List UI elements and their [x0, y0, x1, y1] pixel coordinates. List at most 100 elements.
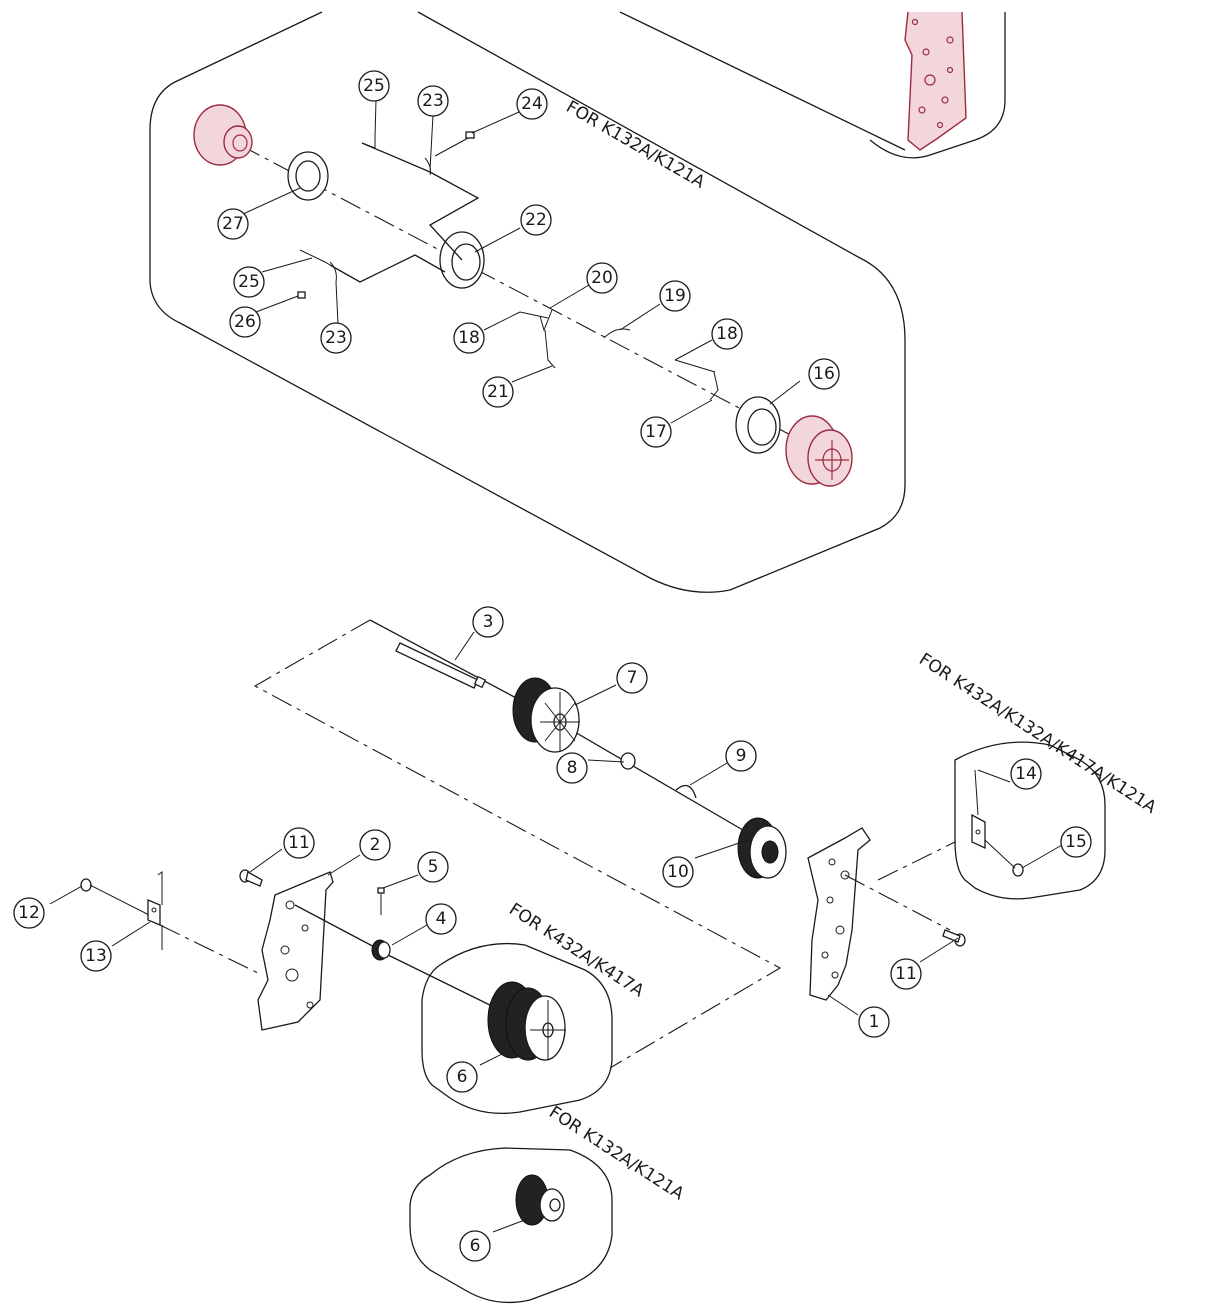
callout-18-left: 18: [453, 322, 485, 354]
part-25-spring-bottom: [299, 249, 331, 266]
axis-plate-1: [844, 874, 951, 931]
svg-text:20: 20: [591, 268, 613, 288]
part-20-clip: [539, 309, 553, 332]
callout-3: 3: [472, 606, 504, 638]
svg-text:23: 23: [325, 328, 347, 348]
svg-text:9: 9: [736, 746, 747, 766]
link-line-top: [361, 142, 480, 261]
callout-1: 1: [858, 1006, 890, 1038]
part-6-gear-b: [515, 1174, 565, 1226]
svg-text:24: 24: [521, 94, 543, 114]
link-line-bottom: [329, 254, 446, 283]
top-group-boundary: [149, 11, 906, 593]
part-1-plate: [807, 827, 871, 1001]
svg-text:2: 2: [370, 835, 381, 855]
svg-text:18: 18: [716, 324, 738, 344]
callout-9: 9: [725, 740, 757, 772]
callout-19: 19: [659, 280, 691, 312]
part-11-screw-left: [239, 869, 263, 887]
callout-22: 22: [520, 204, 552, 236]
part-18-pin-a: [519, 311, 549, 319]
callout-17: 17: [640, 416, 672, 448]
callout-6-b: 6: [459, 1230, 491, 1262]
gear-red-left: [193, 104, 253, 166]
part-6-gear-a: [487, 981, 566, 1061]
part-16-ratchet: [735, 396, 781, 454]
part-5-pin: [377, 887, 385, 915]
callout-7: 7: [616, 662, 648, 694]
svg-text:25: 25: [363, 76, 385, 96]
callout-21: 21: [482, 376, 514, 408]
svg-text:10: 10: [667, 862, 689, 882]
part-27-washer: [287, 151, 329, 201]
callout-10: 10: [662, 856, 694, 888]
part-26-pin: [297, 291, 306, 299]
part-10-pulley: [737, 817, 787, 879]
callout-25-bottom: 25: [233, 266, 265, 298]
svg-text:11: 11: [895, 964, 917, 984]
callout-11-right: 11: [890, 958, 922, 990]
axis-gear6: [381, 951, 501, 1011]
part-24-pin: [465, 131, 475, 139]
callout-12: 12: [13, 897, 45, 929]
callout-5: 5: [417, 851, 449, 883]
gear6-group-boundary-b: [409, 1147, 613, 1304]
svg-text:21: 21: [487, 382, 509, 402]
svg-text:5: 5: [428, 857, 439, 877]
right-group-boundary: [954, 741, 1106, 900]
svg-text:17: 17: [645, 422, 667, 442]
callout-25-top: 25: [358, 70, 390, 102]
svg-text:6: 6: [470, 1236, 481, 1256]
model-label-right: FOR K432A/K132A/K417A/K121A: [915, 649, 1160, 818]
part-4-bearing: [371, 939, 391, 961]
axis-bearing: [294, 904, 381, 951]
part-19-ring: [603, 328, 631, 339]
callout-15: 15: [1060, 826, 1092, 858]
svg-text:4: 4: [436, 909, 447, 929]
axis-plate-2: [159, 924, 263, 976]
callout-20: 20: [586, 262, 618, 294]
svg-text:3: 3: [483, 612, 494, 632]
callout-24: 24: [516, 88, 548, 120]
svg-text:18: 18: [458, 328, 480, 348]
part-14-bracket: [971, 769, 986, 850]
svg-text:12: 12: [18, 903, 40, 923]
callout-14: 14: [1010, 758, 1042, 790]
model-label-gear6-a: FOR K432A/K417A: [505, 899, 647, 1001]
part-12-screw: [80, 878, 156, 919]
part-9-clip: [675, 784, 697, 799]
plate-holes: [911, 18, 954, 129]
svg-text:26: 26: [234, 312, 256, 332]
leader-lines: [49, 99, 1063, 1233]
callout-6-a: 6: [446, 1061, 478, 1093]
part-2-plate: [257, 871, 334, 1031]
svg-text:27: 27: [222, 214, 244, 234]
axis-bracket-14: [877, 841, 956, 881]
svg-text:23: 23: [422, 91, 444, 111]
svg-text:14: 14: [1015, 764, 1037, 784]
callout-4: 4: [425, 903, 457, 935]
svg-text:7: 7: [627, 668, 638, 688]
main-shaft-line: [369, 619, 521, 701]
svg-text:22: 22: [525, 210, 547, 230]
part-3-shaft: [395, 642, 487, 689]
main-axis-outline: [253, 619, 782, 1069]
part-13-bracket: [147, 871, 163, 950]
svg-text:25: 25: [238, 272, 260, 292]
gear6-group-boundary-a: [421, 942, 613, 1115]
svg-text:19: 19: [664, 286, 686, 306]
part-15-screw: [984, 839, 1024, 877]
boundary-line: [619, 11, 906, 151]
callout-2: 2: [359, 829, 391, 861]
part-8-washer: [620, 752, 636, 770]
svg-text:15: 15: [1065, 832, 1087, 852]
svg-text:8: 8: [567, 758, 578, 778]
model-label-gear6-b: FOR K132A/K121A: [545, 1102, 687, 1204]
top-axis: [239, 144, 801, 441]
svg-text:6: 6: [457, 1067, 468, 1087]
callout-23-top: 23: [417, 85, 449, 117]
callout-26: 26: [229, 306, 261, 338]
callout-27: 27: [217, 208, 249, 240]
part-18-pin-b: [674, 359, 716, 373]
